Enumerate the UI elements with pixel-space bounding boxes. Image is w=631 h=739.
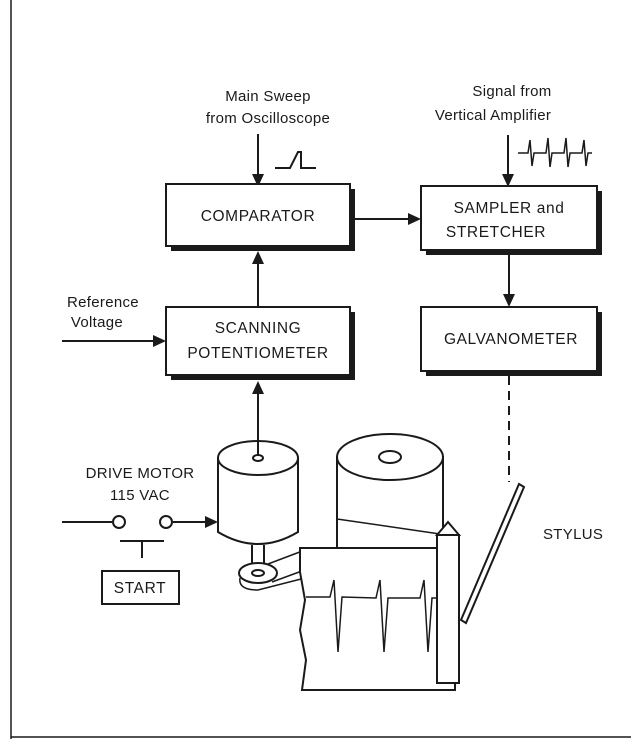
reference-label-line1: Reference [67, 294, 139, 311]
drive-motor-cylinder [217, 440, 299, 584]
sweep-input-arrow [252, 134, 264, 187]
galvanometer-label: GALVANOMETER [444, 331, 578, 348]
sampler-label-line2: STRETCHER [446, 224, 546, 241]
sampler-label-line1: SAMPLER and [454, 200, 565, 217]
signal-label-line2: Vertical Amplifier [435, 107, 551, 124]
scanning-label-line1: SCANNING [215, 320, 302, 337]
sampler-stretcher-block: SAMPLER and STRETCHER [420, 185, 602, 255]
power-line-and-switch [62, 515, 218, 558]
galvanometer-block: GALVANOMETER [420, 306, 602, 376]
drive-motor-label-line1: DRIVE MOTOR [86, 465, 195, 482]
reference-label-line2: Voltage [71, 314, 123, 331]
chart-paper-strip [298, 520, 462, 691]
pulse-waveform-icon [518, 137, 592, 168]
stylus [459, 482, 526, 625]
signal-input-arrow [502, 135, 514, 187]
recorded-waveform [306, 579, 437, 653]
comparator-label: COMPARATOR [201, 208, 316, 225]
comparator-block: COMPARATOR [165, 183, 355, 251]
signal-label-line1: Signal from [472, 83, 551, 100]
main-sweep-label-line2: from Oscilloscope [206, 110, 330, 127]
scanning-label-line2: POTENTIOMETER [187, 345, 328, 362]
start-button-block: START [101, 570, 180, 605]
ramp-waveform-icon [275, 151, 316, 169]
scanning-potentiometer-block: SCANNING POTENTIOMETER [165, 306, 355, 380]
drive-motor-label-line2: 115 VAC [110, 487, 170, 504]
start-label: START [114, 580, 166, 597]
paper-roll [336, 433, 444, 561]
main-sweep-label-line1: Main Sweep [225, 88, 311, 105]
reference-voltage-arrow [62, 335, 166, 347]
sampler-to-galvanometer-arrow [503, 255, 515, 307]
motor-to-potentiometer-arrow [252, 381, 264, 455]
stylus-label: STYLUS [543, 526, 603, 543]
potentiometer-to-comparator-arrow [252, 251, 264, 307]
comparator-to-sampler-arrow [355, 213, 421, 225]
